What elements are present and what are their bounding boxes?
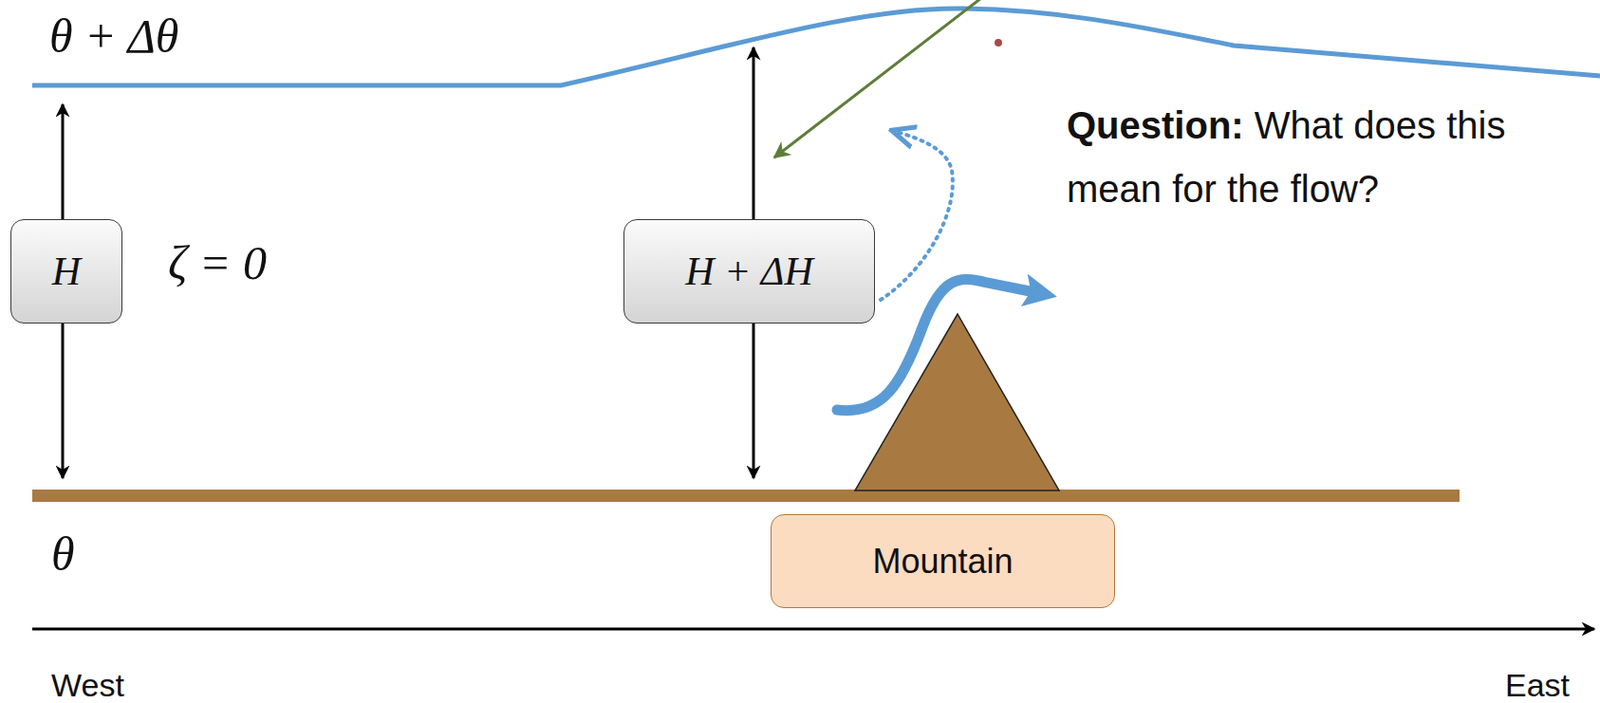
isentrope-line <box>32 8 1600 86</box>
height-box: H <box>10 219 123 324</box>
axis-label: East <box>1505 669 1570 702</box>
ground-bar <box>32 489 1460 503</box>
question-callout: Question:What does this mean for the flo… <box>994 38 1003 47</box>
isentrope-label: θ + Δθ <box>49 12 179 60</box>
callout-text: Question:What does this mean for the flo… <box>1066 93 1589 222</box>
height-label: H <box>52 248 81 295</box>
pointer-arrow <box>774 0 982 158</box>
vorticity-label: ζ = 0 <box>167 239 267 287</box>
mountain-label: Mountain <box>872 541 1013 582</box>
axis-line <box>32 628 1595 632</box>
height-label: H + ΔH <box>685 248 814 295</box>
dotted-arrow <box>880 130 953 300</box>
question-heading: Question: <box>1066 104 1245 147</box>
isentrope-label: θ <box>51 530 75 578</box>
height-box: H + ΔH <box>623 219 875 324</box>
mountain-label-box: Mountain <box>770 514 1116 609</box>
axis-label: West <box>51 669 125 702</box>
